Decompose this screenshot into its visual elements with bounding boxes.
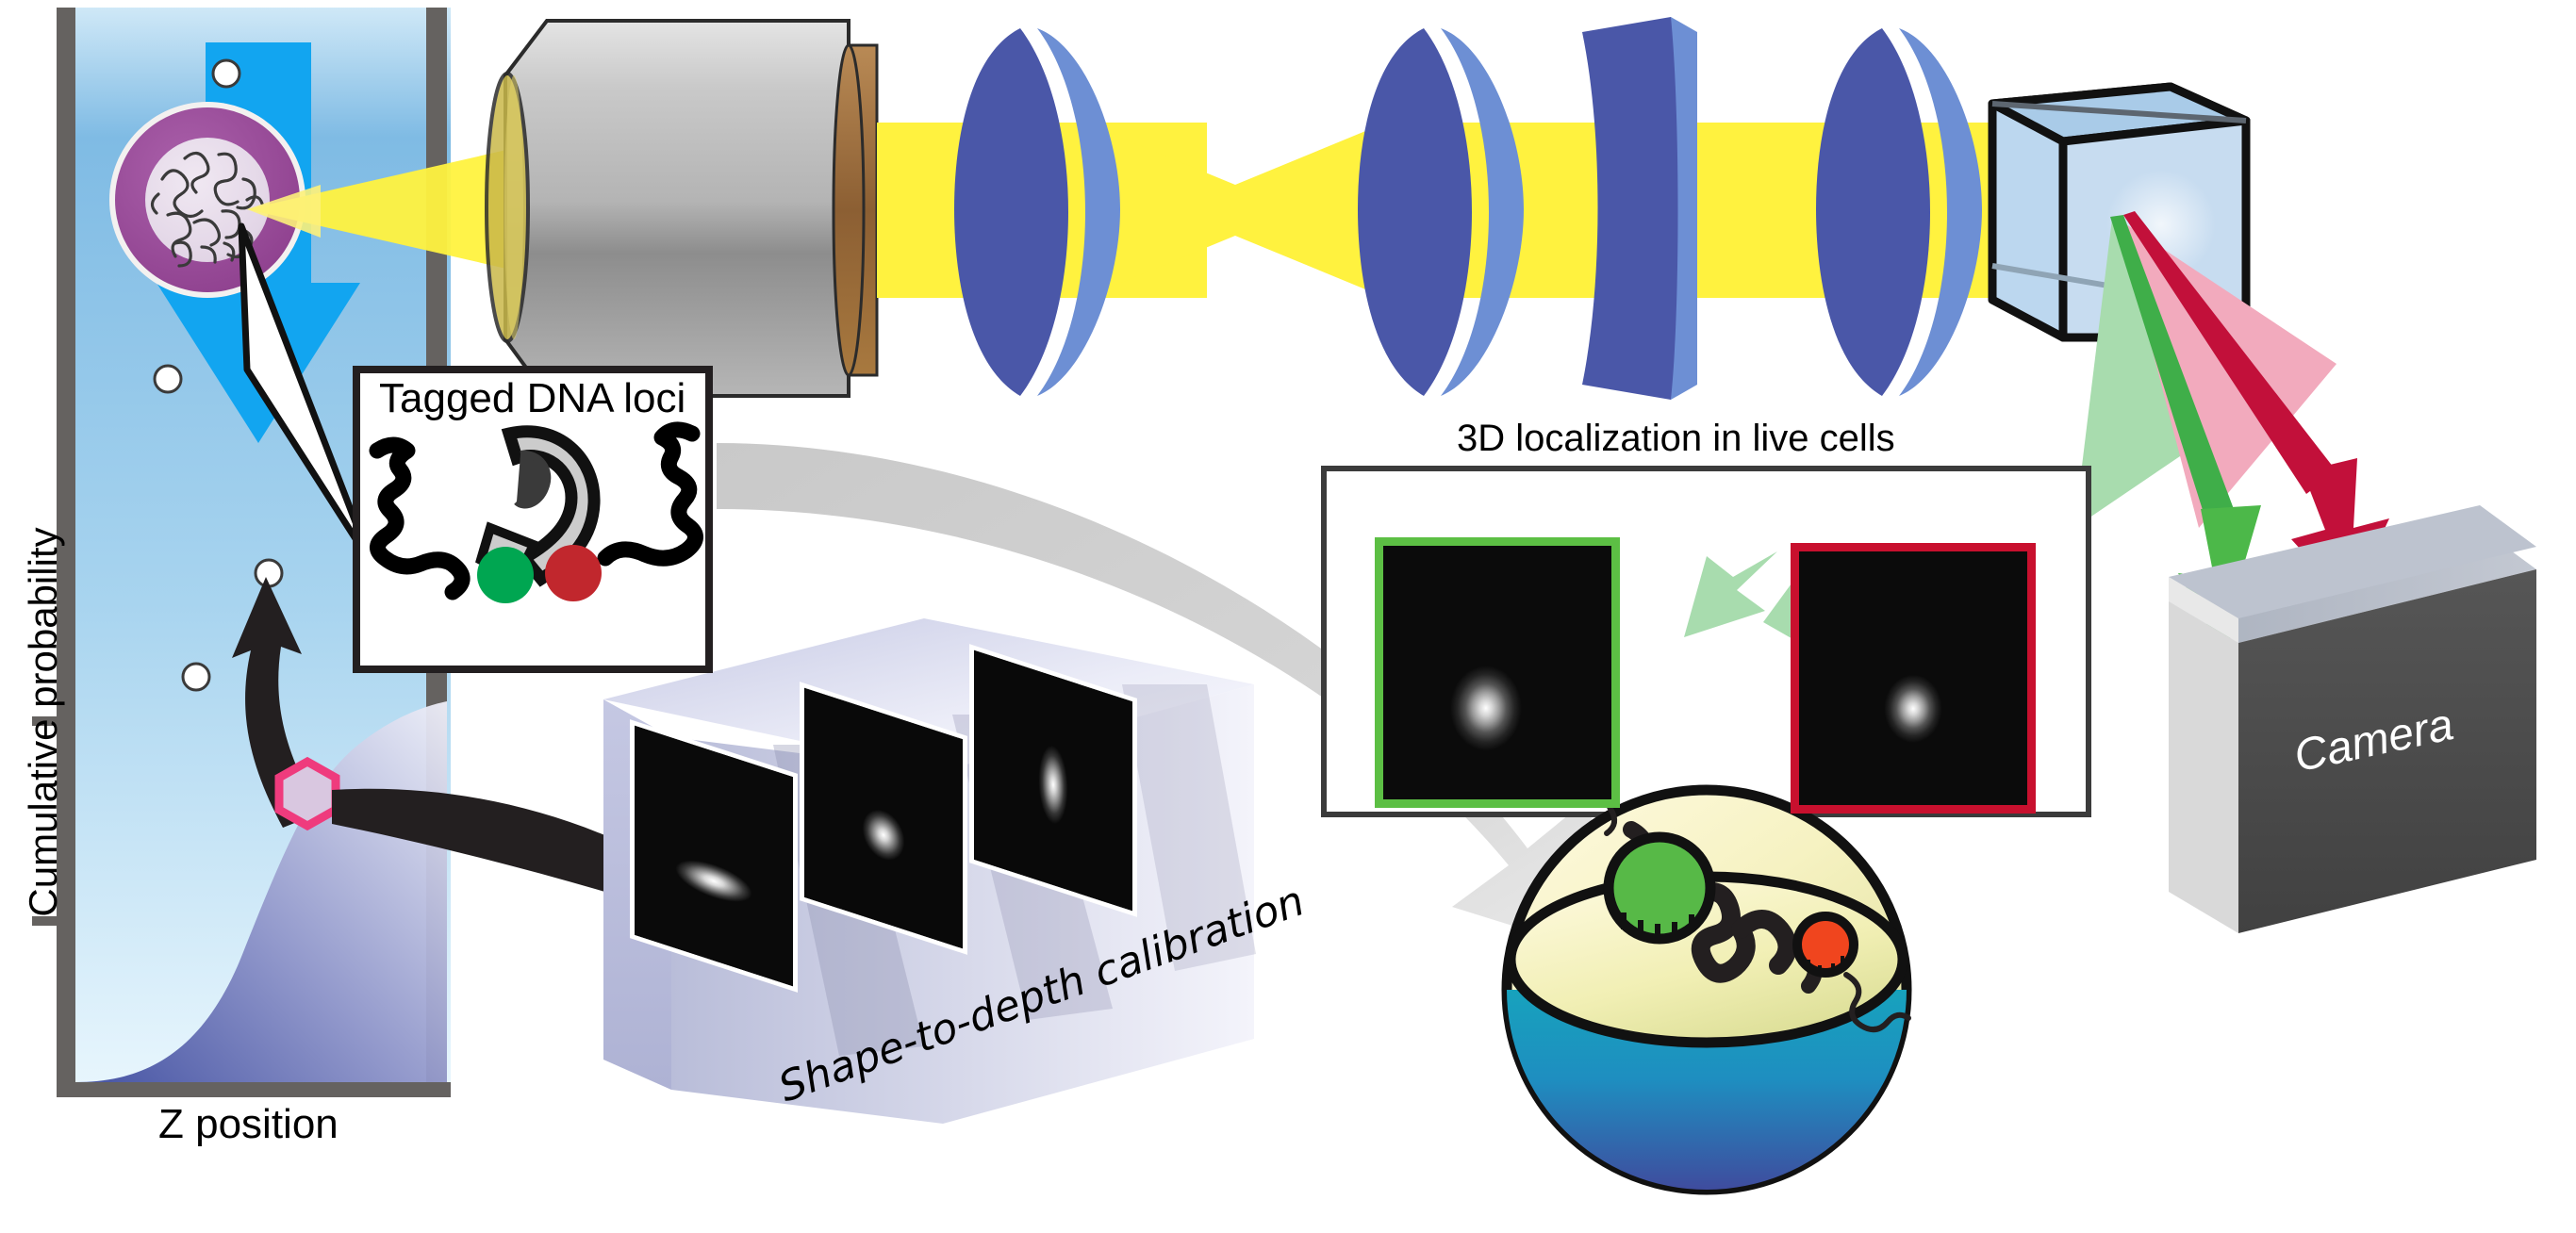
lens-2-body [1358, 28, 1472, 396]
lens-3-edge [1671, 17, 1697, 400]
lens-2-edge [1441, 28, 1524, 396]
psf-horizontal [635, 725, 793, 987]
lens-3-body [1582, 17, 1678, 400]
y-axis-label: Cumulative probability [21, 527, 65, 917]
camera-front-face [2238, 569, 2536, 933]
y-tick-upper [32, 716, 75, 726]
localization-panel-title: 3D localization in live cells [1457, 418, 1895, 459]
psf-red-image [1799, 551, 2027, 805]
green-tag-dot [477, 547, 534, 603]
z-scan-arrow [232, 577, 321, 828]
camera-lip-left [2169, 577, 2238, 643]
protein-loop [501, 425, 601, 587]
lens-4 [1816, 28, 1982, 396]
red-locus-3d [1792, 912, 1858, 978]
beam-converge-1 [1084, 123, 1235, 298]
nucleus-lower-hemisphere [1507, 990, 1907, 1190]
gray-arrow-shape [717, 443, 1603, 954]
dna-strand-left [369, 436, 471, 600]
beam-diverge-1 [1235, 123, 1386, 298]
calibration-to-localization-arrow [717, 443, 1603, 954]
psf-red-frame [1791, 543, 2036, 814]
flow-chamber-panel [32, 8, 792, 1097]
protein-core [514, 450, 552, 509]
dna-strand-right [597, 421, 703, 567]
psf-green-image [1383, 546, 1611, 799]
lens-2 [1358, 28, 1524, 396]
bead-2 [153, 364, 183, 394]
red-cone [2118, 219, 2337, 528]
y-tick-lower [32, 916, 75, 926]
objective-collar-face [832, 43, 866, 377]
psf-vertical [974, 649, 1132, 912]
green-ray [2110, 215, 2237, 528]
objective-assembly [485, 19, 879, 398]
lens-4-body [1816, 28, 1930, 396]
lens-3 [1582, 17, 1697, 400]
tagged-dna-inset [353, 366, 713, 673]
camera-left-face [2169, 601, 2238, 933]
tagged-dna-box [353, 366, 713, 673]
plot-x-axis [57, 1082, 451, 1097]
bead-4 [181, 662, 211, 692]
red-tag-dot [545, 545, 602, 601]
green-locus-hatch [1621, 912, 1694, 939]
cell-nucleus-3d [1501, 782, 1912, 1195]
chromatin-fibers [150, 151, 264, 268]
bead-3 [254, 558, 284, 588]
lens-4-edge [1899, 28, 1982, 396]
slab-top-face [603, 618, 1254, 771]
x-axis-label: Z position [158, 1101, 339, 1147]
slab-shadow-3 [1122, 684, 1256, 971]
frame-link-arrow [1684, 551, 1777, 637]
objective-front-lens-sheen [504, 75, 523, 339]
camera-sensor-lip [2169, 505, 2536, 618]
red-locus-hatch [1807, 956, 1844, 975]
split-paths [2074, 211, 2389, 650]
chamber-wall-left [57, 8, 75, 1092]
lens-1-body [954, 28, 1068, 396]
objective-barrel [504, 19, 850, 398]
emission-cone-core [247, 185, 321, 238]
cube-diagonal-top [1991, 101, 2247, 123]
lens-1-edge [1037, 28, 1120, 396]
red-ray [2123, 211, 2337, 494]
psf-round [804, 687, 963, 949]
lens-1 [954, 28, 1120, 396]
callout-wedge [238, 222, 375, 567]
psf-green-frame [1375, 537, 1620, 808]
z-plane-marker [274, 756, 340, 831]
bead-1 [211, 58, 241, 89]
tagged-dna-title: Tagged DNA loci [379, 375, 686, 421]
camera-body [2169, 505, 2536, 933]
